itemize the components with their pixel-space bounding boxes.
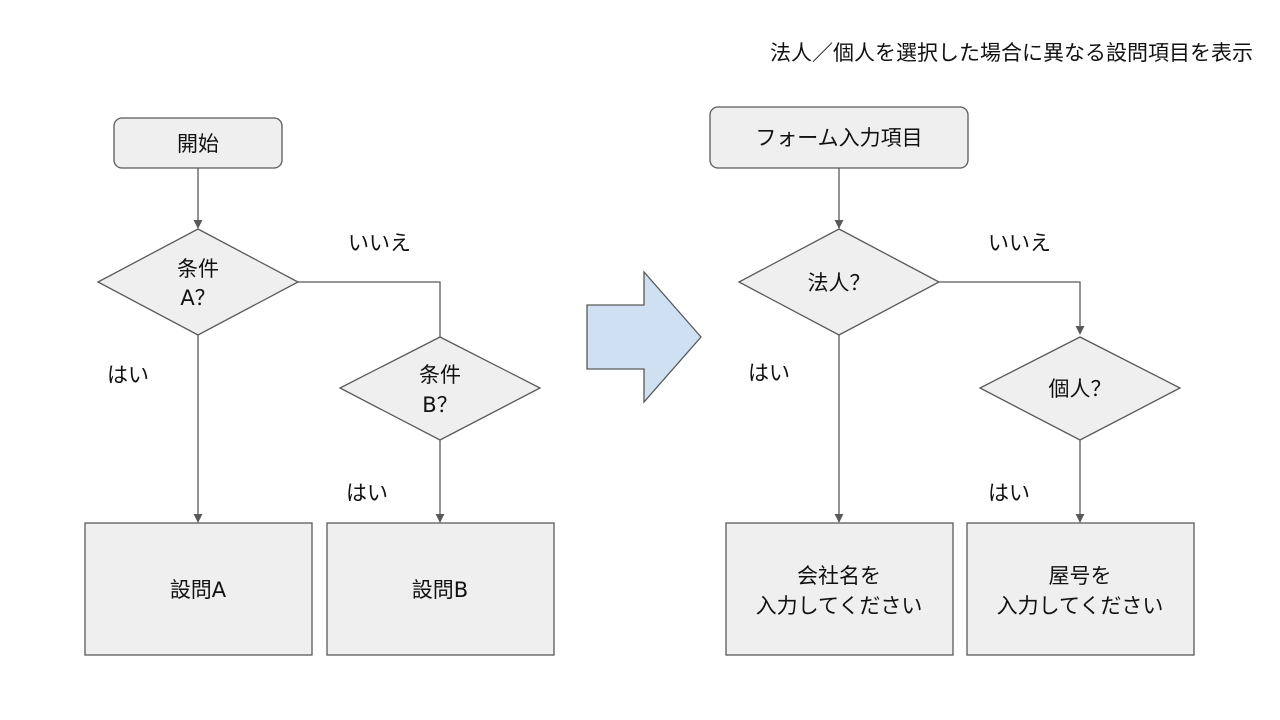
- condition-b-label-line1: 条件: [419, 363, 461, 387]
- company-name-line2: 入力してください: [756, 594, 923, 618]
- condition-b-decision: [338, 336, 542, 441]
- right-flowchart: フォーム入力項目 法人？ 個人？ いいえ はい はい 会社名を 入力してください…: [709, 106, 1195, 656]
- left-yes-label-b: はい: [346, 481, 388, 505]
- diagram-heading: 法人／個人を選択した場合に異なる設問項目を表示: [770, 41, 1253, 65]
- condition-b-label-line2: B？: [422, 393, 457, 417]
- trade-name-box: [966, 522, 1195, 656]
- trade-name-line2: 入力してください: [997, 594, 1164, 618]
- company-name-box: [725, 522, 954, 656]
- form-items-node: [709, 106, 969, 169]
- question-a-label: 設問A: [170, 578, 227, 602]
- right-yes-label-individual: はい: [988, 481, 1030, 505]
- left-yes-label-a: はい: [107, 363, 149, 387]
- question-b-label: 設問B: [412, 578, 468, 602]
- left-flowchart: 開始 条件 A？ 条件 B？ いいえ はい はい 設問A 設問B: [84, 117, 555, 656]
- condition-a-label-line1: 条件: [177, 257, 219, 281]
- corporation-decision: [737, 228, 941, 336]
- company-name-line1: 会社名を: [797, 564, 881, 588]
- start-node-label: 開始: [177, 132, 219, 156]
- start-node: [113, 117, 283, 169]
- trade-name-line1: 屋号を: [1049, 564, 1112, 588]
- right-yes-label-corp: はい: [748, 361, 790, 385]
- form-items-label: フォーム入力項目: [755, 126, 922, 150]
- individual-decision: [978, 336, 1182, 441]
- condition-a-label-line2: A？: [180, 286, 215, 310]
- right-no-label: いいえ: [988, 231, 1051, 255]
- edge-condition-a-no: [298, 281, 441, 337]
- condition-a-decision: [96, 228, 300, 336]
- question-b-box: [326, 522, 555, 656]
- edge-corp-no: [939, 281, 1085, 335]
- transition-arrow: [586, 270, 702, 404]
- left-no-label: いいえ: [348, 231, 411, 255]
- question-a-box: [84, 522, 313, 656]
- individual-decision-label: 個人？: [1049, 377, 1112, 401]
- corporation-decision-label: 法人？: [808, 271, 871, 295]
